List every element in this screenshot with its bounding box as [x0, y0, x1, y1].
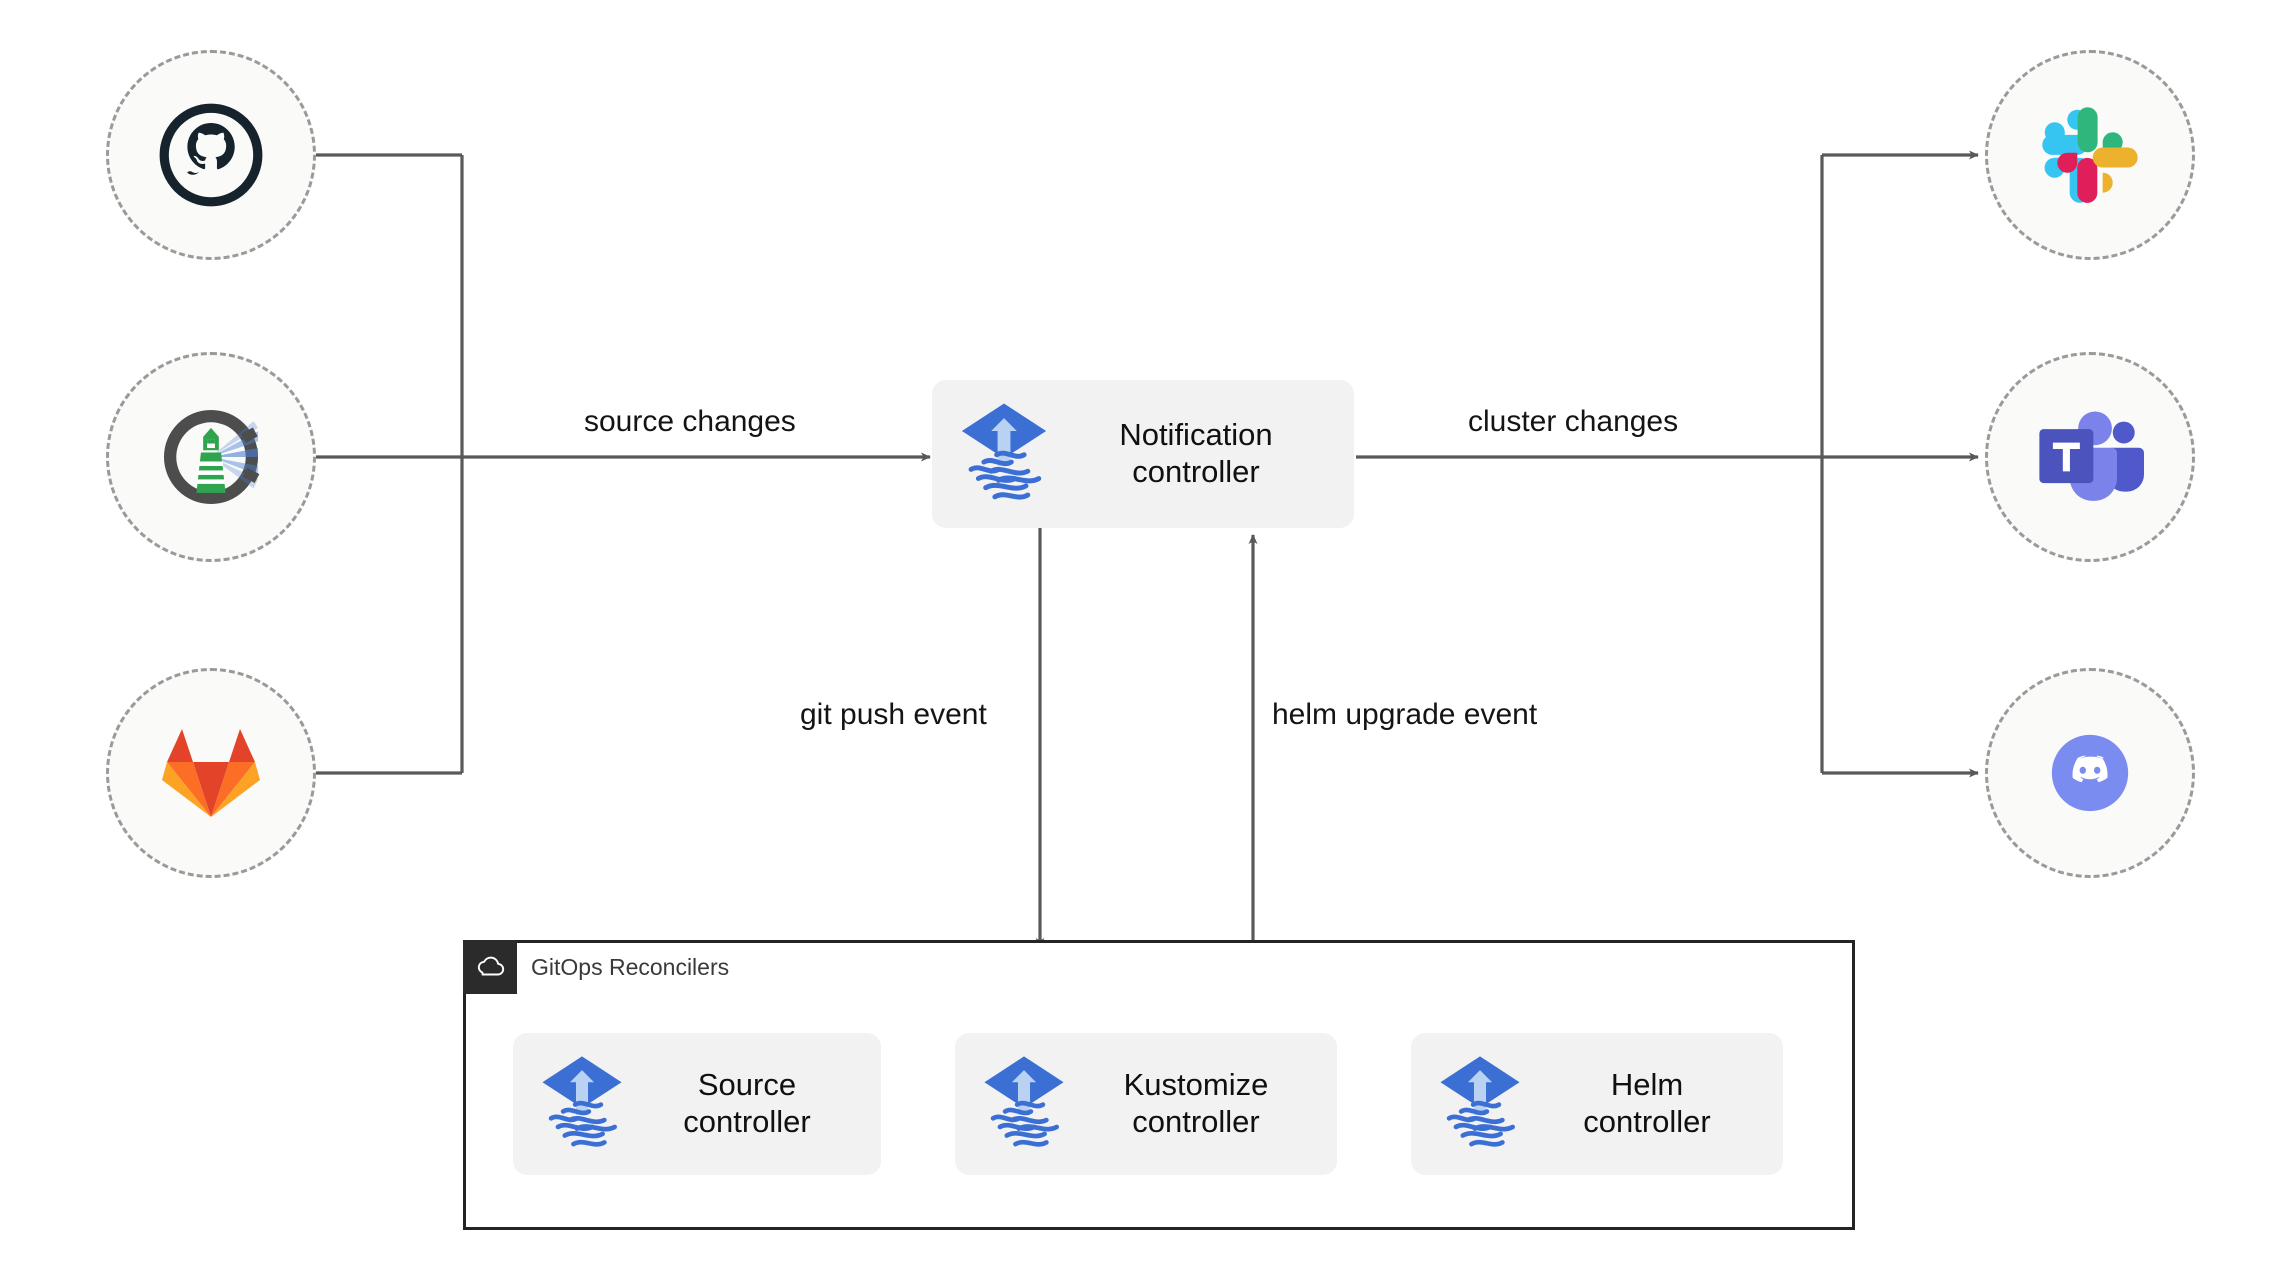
flux-logo-icon [958, 398, 1050, 511]
destination-node-slack[interactable] [1985, 50, 2195, 260]
flux-logo-icon [1437, 1051, 1523, 1158]
destination-node-discord[interactable] [1985, 668, 2195, 878]
gitops-reconcilers-header: GitOps Reconcilers [463, 940, 729, 994]
edge-label-source-changes: source changes [574, 407, 806, 437]
slack-icon [2040, 105, 2140, 205]
notification-controller-label: Notification controller [1119, 417, 1273, 489]
discord-icon [2037, 720, 2143, 826]
edge-label-cluster-changes: cluster changes [1458, 407, 1689, 437]
edge-label-helm-upgrade-event: helm upgrade event [1262, 700, 1548, 730]
source-node-gitlab[interactable] [106, 668, 316, 878]
flux-lighthouse-icon [155, 401, 267, 513]
source-controller-box[interactable]: Source controller [513, 1033, 881, 1175]
edge-label-git-push-event: git push event [790, 700, 997, 730]
flux-logo-icon [539, 1051, 625, 1158]
kustomize-controller-label: Kustomize controller [1123, 1067, 1269, 1139]
cloud-icon [463, 940, 517, 994]
kustomize-controller-box[interactable]: Kustomize controller [955, 1033, 1337, 1175]
gitlab-icon [161, 725, 261, 821]
source-controller-label: Source controller [683, 1067, 811, 1139]
notification-controller-box[interactable]: Notification controller [932, 380, 1354, 528]
destination-node-teams[interactable] [1985, 352, 2195, 562]
github-icon [157, 101, 265, 209]
flux-logo-icon [981, 1051, 1067, 1158]
source-node-flux[interactable] [106, 352, 316, 562]
gitops-reconcilers-title: GitOps Reconcilers [531, 953, 730, 980]
helm-controller-box[interactable]: Helm controller [1411, 1033, 1783, 1175]
helm-controller-label: Helm controller [1583, 1067, 1711, 1139]
microsoft-teams-icon [2036, 407, 2144, 507]
source-node-github[interactable] [106, 50, 316, 260]
